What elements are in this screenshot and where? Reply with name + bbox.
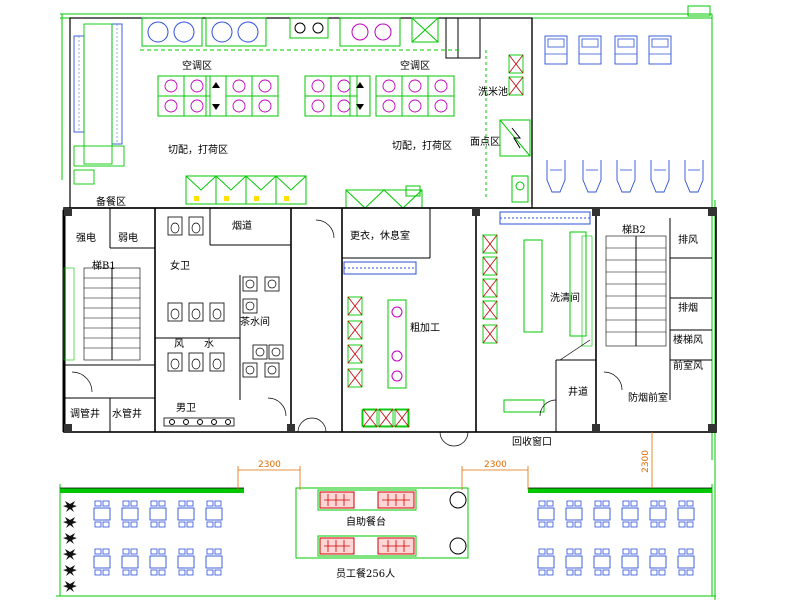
label-stair-b2: 梯B2 xyxy=(622,225,646,236)
dimension-gap-right: 2300 xyxy=(484,460,507,470)
label-smoke-exhaust: 排烟 xyxy=(678,303,698,314)
structural-columns xyxy=(64,208,716,432)
label-washing-room: 洗清间 xyxy=(550,293,580,304)
top-equipment xyxy=(140,17,481,59)
label-staff-dining: 员工餐256人 xyxy=(336,569,396,580)
label-strong-power: 强电 xyxy=(76,233,96,244)
label-well-passage: 井道 xyxy=(568,387,588,398)
cook-line-right xyxy=(304,75,455,117)
label-front-room-fan: 前室风 xyxy=(673,361,703,372)
label-exhaust-fan: 排风 xyxy=(678,235,698,246)
label-mens-restroom: 男卫 xyxy=(176,403,196,414)
label-rough-processing: 粗加工 xyxy=(410,323,440,334)
label-locker-rest: 更衣，休息室 xyxy=(350,231,410,242)
rice-wash-equipment xyxy=(485,50,531,203)
rough-processing-equipment xyxy=(343,261,417,428)
dining-tables-left xyxy=(93,500,223,576)
dining-tables-right xyxy=(537,500,695,576)
label-weak-power: 弱电 xyxy=(118,233,138,244)
label-buffet-counter: 自助餐台 xyxy=(346,517,386,528)
label-water-pipe-shaft: 水管井 xyxy=(112,409,142,420)
label-return-window: 回收窗口 xyxy=(512,437,552,448)
label-pastry-zone: 面点区 xyxy=(470,137,500,148)
label-tea-room: 茶水间 xyxy=(240,317,270,328)
left-cabinets xyxy=(73,23,125,185)
serving-rack xyxy=(185,175,423,209)
label-ac-zone-left: 空调区 xyxy=(182,61,212,72)
door-swings xyxy=(71,219,623,447)
label-prep-zone-left: 切配，打荷区 xyxy=(168,145,228,156)
stair-b1 xyxy=(63,267,141,361)
label-wind-shaft: 风 xyxy=(174,339,184,350)
washing-equipment xyxy=(482,211,591,413)
restroom-fixtures xyxy=(163,216,284,427)
dining-hall-walls xyxy=(60,432,712,559)
cook-line-left xyxy=(157,75,279,117)
dimension-gap-vertical: 2300 xyxy=(641,450,651,473)
buffet-counters xyxy=(317,489,467,557)
label-serving-prep: 备餐区 xyxy=(96,197,126,208)
dimension-gap-left: 2300 xyxy=(258,460,281,470)
label-prep-zone-right: 切配，打荷区 xyxy=(392,141,452,152)
potted-plant-icon xyxy=(63,501,77,592)
label-regulating-shaft: 调管井 xyxy=(70,409,100,420)
label-rice-wash: 洗米池 xyxy=(478,87,508,98)
label-smoke-front-room: 防烟前室 xyxy=(628,393,668,404)
rest-furniture xyxy=(544,35,704,193)
label-chimney: 烟道 xyxy=(232,221,252,232)
label-stair-fan: 楼梯风 xyxy=(673,335,703,346)
label-womens-restroom: 女卫 xyxy=(170,261,190,272)
label-ac-zone-right: 空调区 xyxy=(400,61,430,72)
stair-b2 xyxy=(581,235,667,347)
label-water-shaft: 水 xyxy=(204,339,214,350)
kitchen-walls xyxy=(69,17,533,209)
label-stair-b1: 梯B1 xyxy=(92,261,116,272)
